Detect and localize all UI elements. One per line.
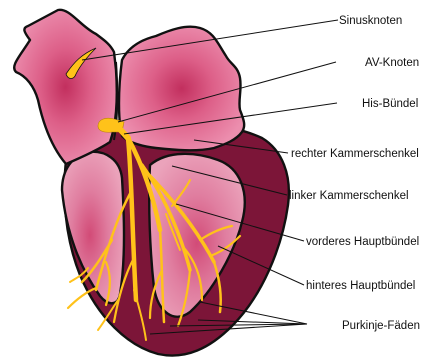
label-hinteres-hauptbuendel: hinteres Hauptbündel xyxy=(306,280,415,292)
label-av-knoten: AV-Knoten xyxy=(365,57,419,69)
label-linker-kammerschenkel: linker Kammerschenkel xyxy=(289,190,409,202)
label-vorderes-hauptbuendel: vorderes Hauptbündel xyxy=(306,236,419,248)
label-his-buendel: His-Bündel xyxy=(362,98,418,110)
label-rechter-kammerschenkel: rechter Kammerschenkel xyxy=(291,148,419,160)
right-atrium xyxy=(14,10,117,164)
label-purkinje-faeden: Purkinje-Fäden xyxy=(342,320,420,332)
label-sinusknoten: Sinusknoten xyxy=(339,15,402,27)
